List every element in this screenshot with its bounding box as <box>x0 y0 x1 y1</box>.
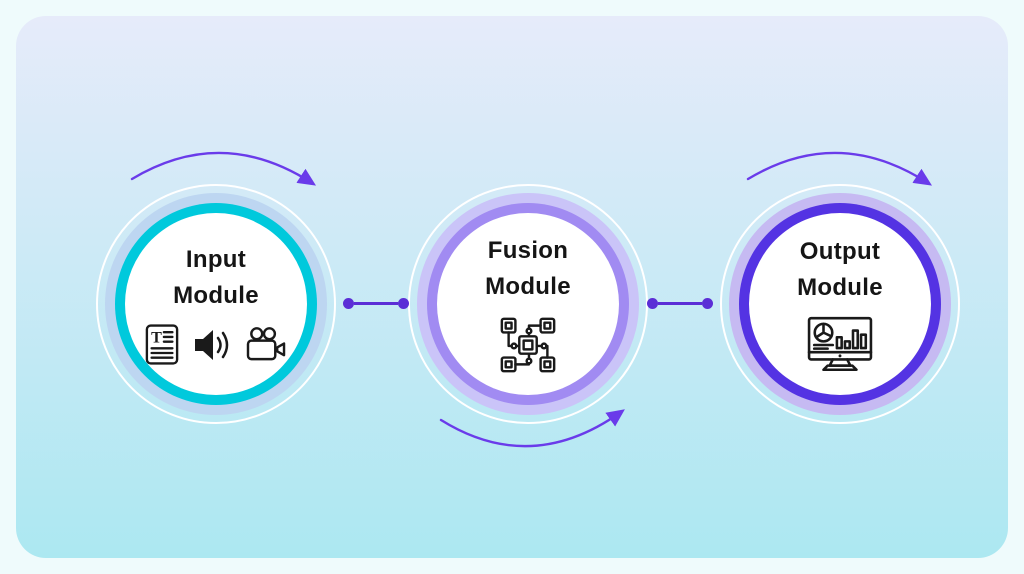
video-camera-icon <box>246 327 285 361</box>
dashboard-monitor-icon <box>807 316 873 371</box>
connector-dot <box>343 298 354 309</box>
connector-fusion-output <box>647 298 713 309</box>
flow-arrow-fusion-bottom <box>439 409 625 448</box>
module-fusion: Fusion Module <box>408 184 648 424</box>
module-title: Fusion Module <box>485 233 571 305</box>
module-body: Output Module <box>749 213 931 395</box>
title-line: Input <box>185 246 247 273</box>
connector-input-fusion <box>343 298 409 309</box>
connector-line <box>658 302 702 305</box>
module-title: Output Module <box>797 234 883 306</box>
connector-dot <box>702 298 713 309</box>
audio-speaker-icon <box>194 329 228 360</box>
module-output: Output Module <box>720 184 960 424</box>
connector-dot <box>398 298 409 309</box>
title-line: Module <box>485 272 571 300</box>
title-line: Output <box>799 237 881 265</box>
input-icons-row: T <box>145 323 288 366</box>
module-body: Fusion Module <box>437 213 619 395</box>
network-fusion-icon <box>500 317 556 372</box>
fusion-icons-row <box>497 314 559 376</box>
title-line: Fusion <box>487 236 569 264</box>
title-line: Module <box>797 273 883 301</box>
outline-ring <box>96 184 336 424</box>
output-icons-row <box>807 315 873 375</box>
connector-line <box>354 302 398 305</box>
connector-dot <box>647 298 658 309</box>
module-body: Input Module T <box>125 213 307 395</box>
diagram-panel: Input Module T <box>16 16 1008 558</box>
outline-ring <box>720 184 960 424</box>
module-title: Input Module <box>173 242 259 314</box>
title-line: Module <box>173 282 259 309</box>
text-document-icon: T <box>145 324 178 365</box>
flow-arrow-output-top <box>746 151 933 186</box>
module-input: Input Module T <box>96 184 336 424</box>
svg-text:T: T <box>151 330 162 347</box>
flow-arrow-input-top <box>130 151 317 186</box>
